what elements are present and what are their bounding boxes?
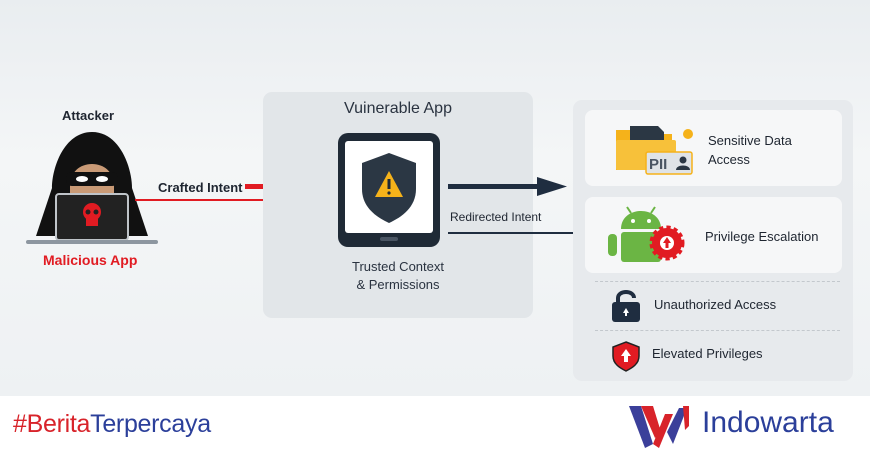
pii-badge: PII — [649, 156, 667, 173]
folder-pii-icon: PII — [616, 126, 693, 175]
caption-line-1: Trusted Context — [351, 259, 444, 274]
redirected-intent-label: Redirected Intent — [450, 210, 542, 224]
trusted-context-caption: Trusted Context & Permissions — [263, 258, 533, 294]
divider — [595, 330, 840, 331]
label-line-2: Access — [708, 152, 750, 167]
footer — [0, 396, 870, 454]
caption-line-2: & Permissions — [356, 277, 440, 292]
android-gear-icon — [608, 206, 685, 262]
unauthorized-access-label: Unauthorized Access — [654, 297, 777, 312]
phone-shield-warning-icon — [338, 133, 440, 247]
indowarta-logo-icon — [629, 406, 689, 448]
hacker-icon — [26, 132, 158, 244]
hashtag-red: #Berita — [13, 410, 91, 438]
elevated-privileges-label: Elevated Privileges — [652, 346, 763, 361]
unlocked-padlock-icon — [612, 290, 640, 322]
redirected-intent-arrow — [448, 177, 585, 237]
privilege-escalation-label: Privilege Escalation — [705, 229, 819, 244]
divider — [595, 281, 840, 282]
brand-name: Indowarta — [702, 406, 834, 439]
sensitive-data-label: Sensitive Data Access — [708, 131, 792, 169]
hashtag: #BeritaTerpercaya — [13, 410, 211, 439]
crafted-intent-label: Crafted Intent — [158, 180, 243, 195]
malicious-app-label: Malicious App — [43, 252, 138, 268]
label-line-1: Sensitive Data — [708, 133, 792, 148]
vulnerable-app-title: Vuinerable App — [344, 100, 452, 117]
shield-up-icon — [612, 341, 640, 372]
attacker-label: Attacker — [62, 108, 115, 123]
hashtag-blue: Terpercaya — [90, 410, 211, 438]
